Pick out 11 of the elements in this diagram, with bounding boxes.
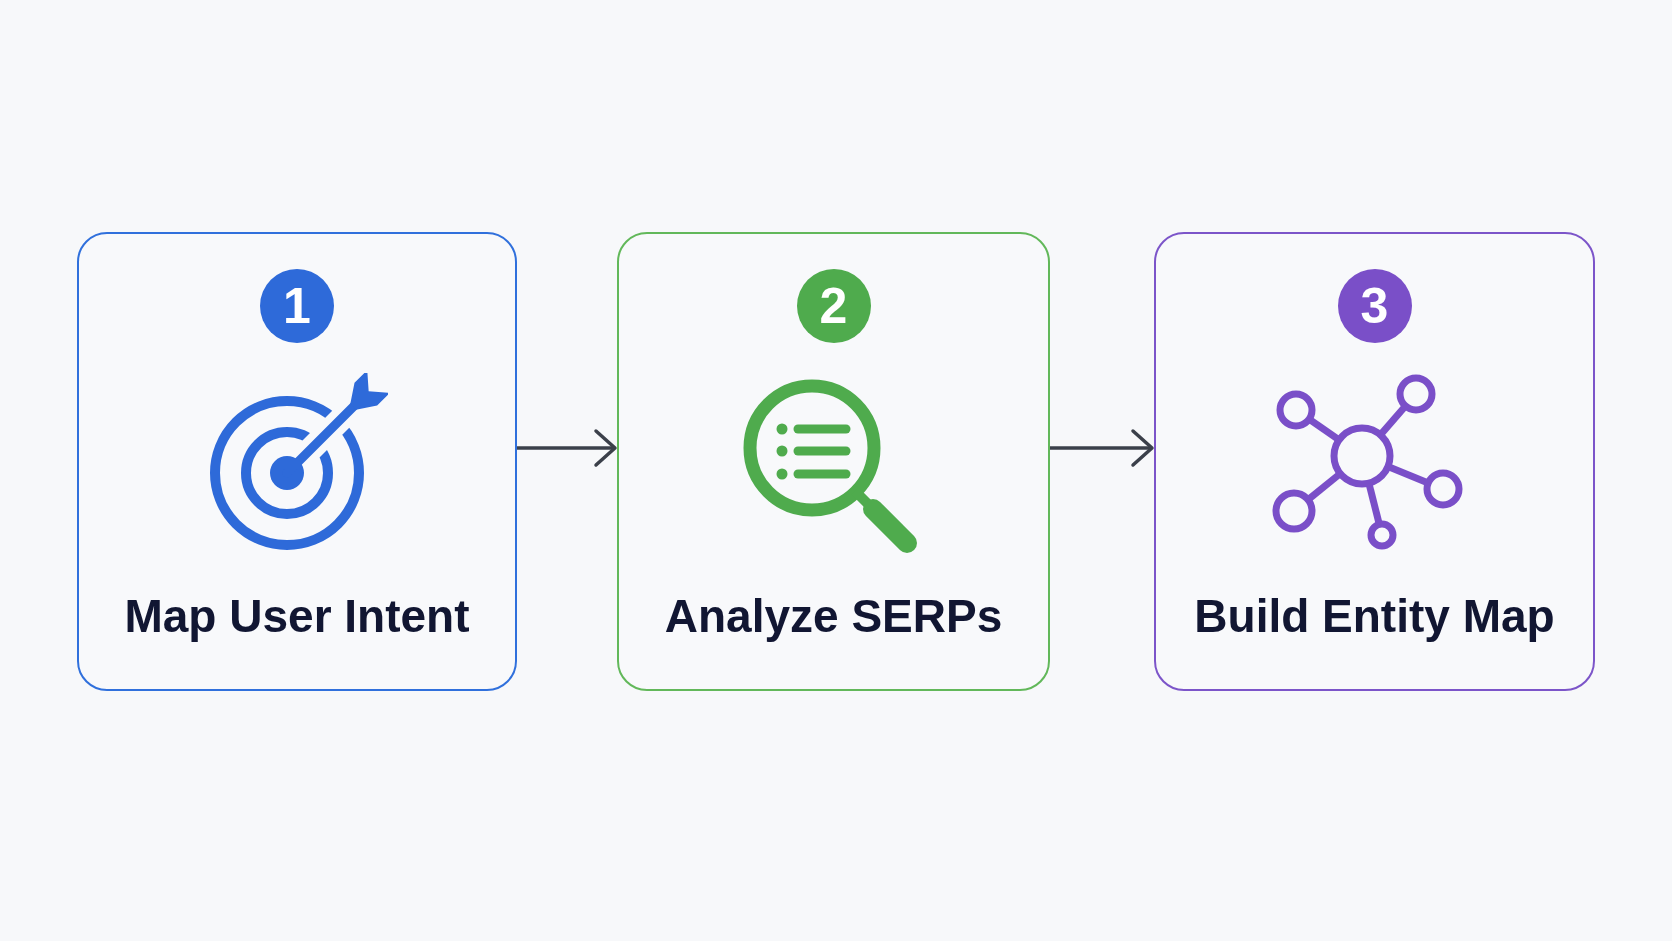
step-card [1154,232,1595,691]
step-card [77,232,517,691]
step-title: Map User Intent [124,589,470,644]
step-title: Build Entity Map [1194,589,1555,644]
arrow [1050,429,1154,467]
number-badge: 3 [1337,269,1412,343]
number-badge: 2 [796,269,871,343]
step-card [617,232,1050,691]
arrow [517,429,617,467]
number-badge: 1 [260,269,334,343]
step-title: Analyze SERPs [664,589,1003,644]
